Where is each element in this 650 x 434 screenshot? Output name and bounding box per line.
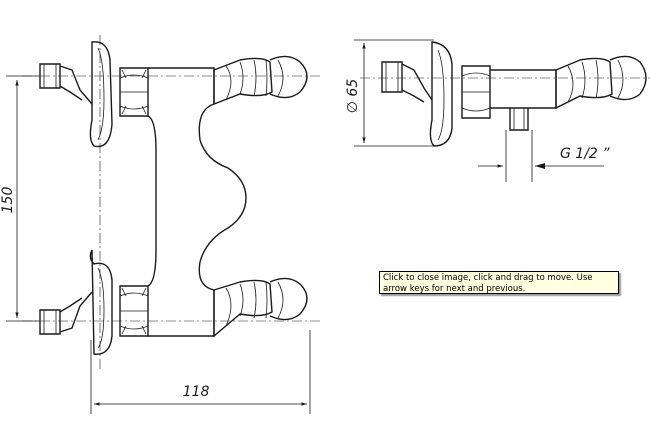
image-viewer-tooltip: Click to close image, click and drag to … — [379, 271, 619, 294]
side-view: ∅ 65 G 1/2 ” — [345, 39, 650, 182]
mixer-body — [147, 67, 247, 337]
bottom-handle — [213, 277, 308, 338]
top-inlet — [39, 41, 149, 148]
dimension-thread: G 1/2 ” — [478, 130, 610, 182]
dim-diameter-label: ∅ 65 — [345, 79, 361, 114]
dim-thread-label: G 1/2 ” — [560, 146, 610, 162]
dimension-width: 118 — [90, 330, 311, 414]
dimension-height: 150 — [0, 75, 40, 322]
dimension-diameter: ∅ 65 — [345, 39, 434, 147]
dim-height-label: 150 — [0, 187, 16, 214]
bottom-inlet — [39, 249, 149, 355]
dim-width-label: 118 — [183, 384, 210, 400]
front-view: 150 118 — [0, 35, 320, 414]
top-handle — [213, 55, 308, 106]
